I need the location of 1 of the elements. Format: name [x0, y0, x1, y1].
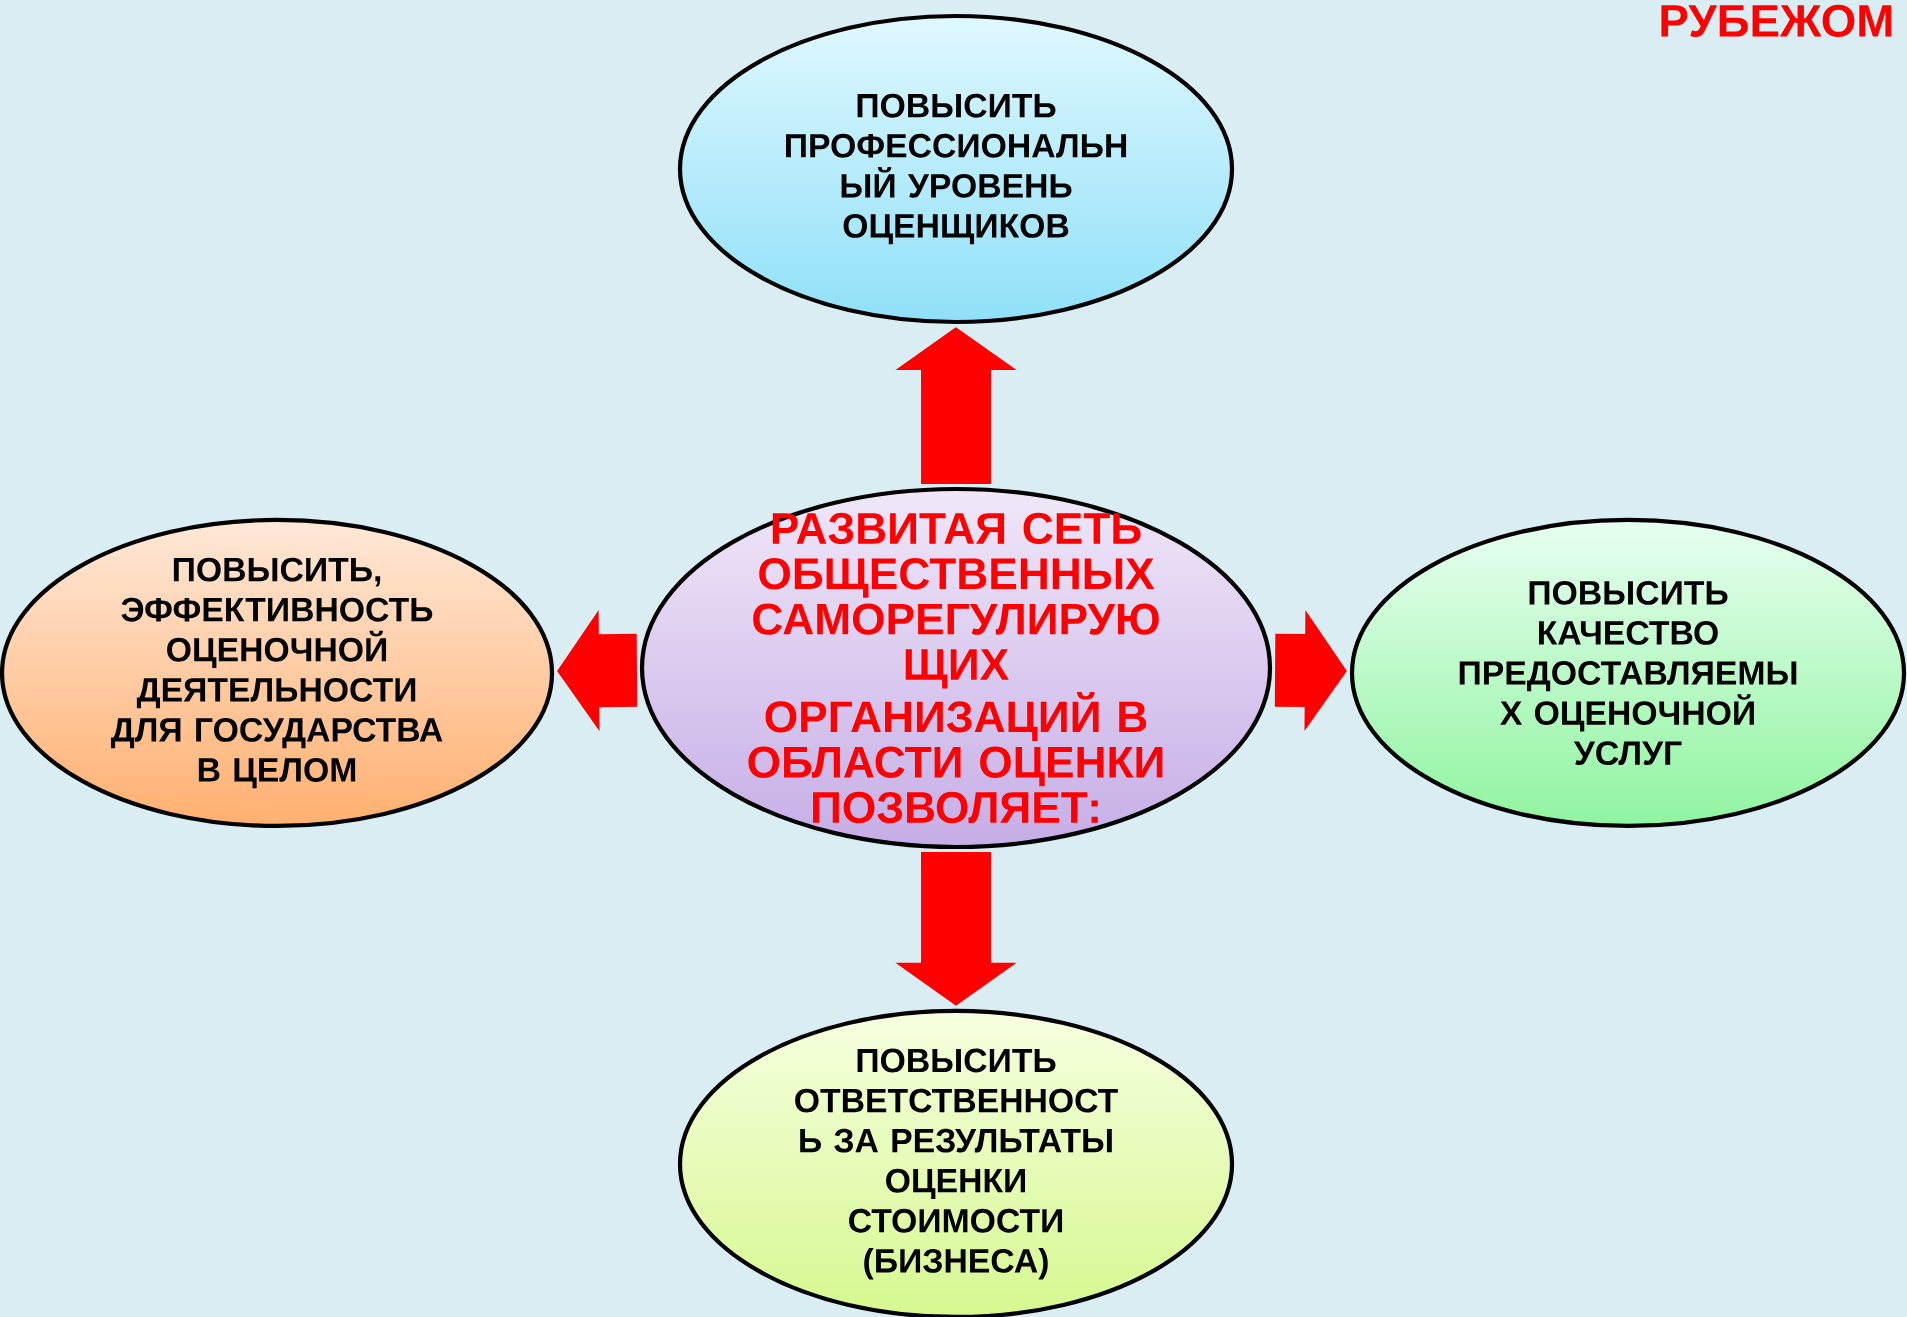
heading-text: РУБЕЖОМ	[1661, 4, 1892, 38]
